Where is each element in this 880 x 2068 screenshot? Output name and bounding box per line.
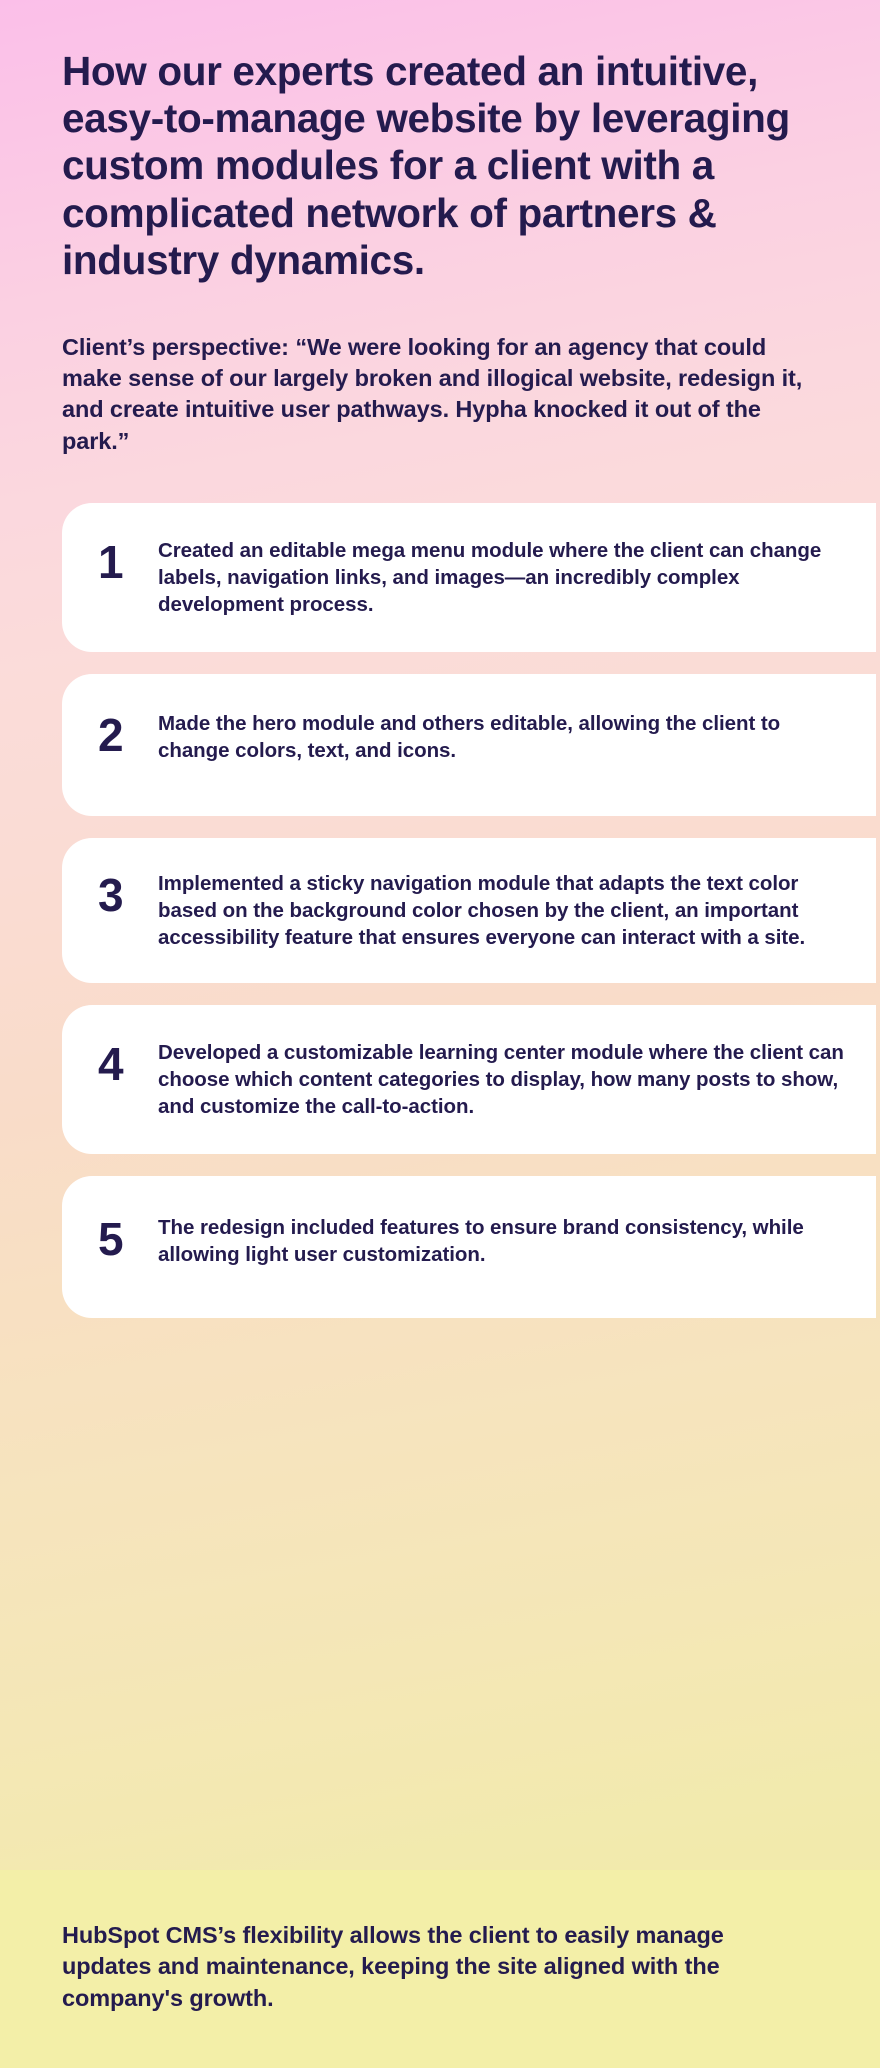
list-item: 5 The redesign included features to ensu…	[62, 1176, 876, 1319]
client-perspective-quote: Client’s perspective: “We were looking f…	[62, 333, 803, 454]
numbered-steps-list: 1 Created an editable mega menu module w…	[0, 502, 880, 1319]
step-number: 2	[98, 709, 124, 761]
footer-section: HubSpot CMS’s flexibility allows the cli…	[0, 1870, 880, 2068]
step-number: 1	[98, 535, 124, 588]
step-description: Implemented a sticky navigation module t…	[158, 872, 806, 950]
step-description: The redesign included features to ensure…	[158, 1216, 804, 1267]
step-number: 5	[98, 1213, 124, 1266]
list-item: 2 Made the hero module and others editab…	[62, 674, 876, 816]
footer-summary-text: HubSpot CMS’s flexibility allows the cli…	[62, 1922, 724, 2011]
list-item: 3 Implemented a sticky navigation module…	[62, 838, 876, 984]
list-item: 4 Developed a customizable learning cent…	[62, 1005, 876, 1155]
step-description: Developed a customizable learning center…	[158, 1041, 844, 1119]
page-title: How our experts created an intuitive, ea…	[62, 48, 790, 283]
step-description: Made the hero module and others editable…	[158, 712, 781, 763]
list-item: 1 Created an editable mega menu module w…	[62, 502, 876, 652]
step-description: Created an editable mega menu module whe…	[158, 538, 822, 616]
step-number: 3	[98, 869, 124, 921]
step-number: 4	[98, 1038, 124, 1091]
header-section: How our experts created an intuitive, ea…	[0, 0, 880, 457]
